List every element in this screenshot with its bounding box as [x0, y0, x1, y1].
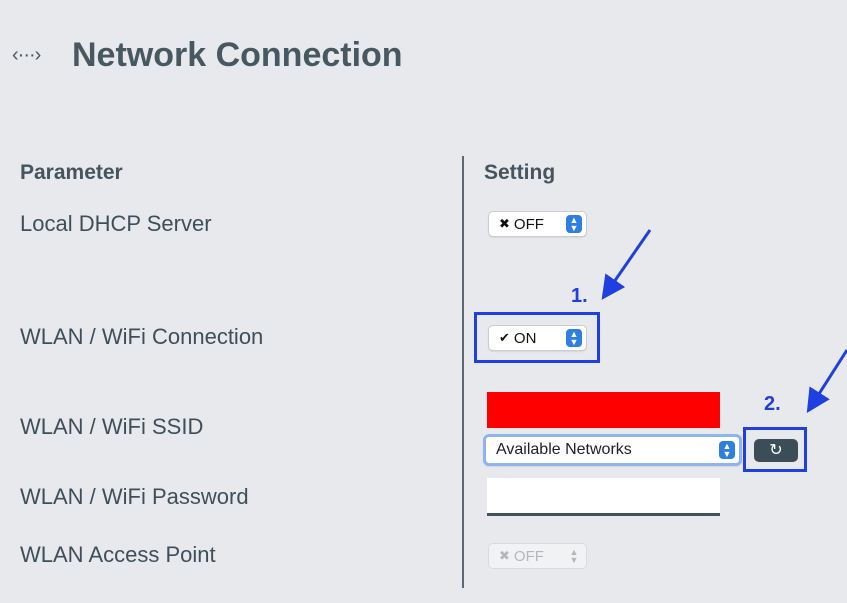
wifi-password-input[interactable] — [487, 478, 720, 516]
param-label-dhcp: Local DHCP Server — [20, 211, 212, 236]
setting-header: Setting — [484, 161, 556, 184]
refresh-icon: ↻ — [769, 442, 783, 459]
param-label-wifi-password: WLAN / WiFi Password — [20, 484, 249, 509]
annotation-label-step2: 2. — [764, 393, 781, 415]
page-title: Network Connection — [72, 36, 403, 74]
wifi-ssid-input[interactable] — [487, 392, 720, 428]
param-label-wifi-ssid: WLAN / WiFi SSID — [20, 414, 204, 439]
column-divider — [462, 156, 464, 588]
annotation-label-step1: 1. — [571, 285, 588, 307]
x-mark-icon: ✖ — [499, 216, 510, 231]
check-mark-icon: ✔ — [499, 330, 510, 345]
available-networks-value: Available Networks — [496, 441, 632, 458]
updown-arrows-icon: ▲▼ — [569, 547, 579, 565]
wifi-connection-select[interactable]: ✔ ON ▲▼ — [488, 325, 587, 351]
parameter-header: Parameter — [20, 161, 123, 184]
access-point-select-value: OFF — [513, 547, 544, 565]
wifi-connection-select-value: ON — [513, 329, 537, 347]
x-mark-icon: ✖ — [499, 548, 510, 563]
updown-arrows-icon: ▲▼ — [566, 329, 582, 347]
available-networks-select[interactable]: Available Networks ▲▼ — [483, 434, 742, 466]
updown-arrows-icon: ▲▼ — [719, 441, 735, 459]
arrow-step1-icon — [601, 229, 652, 300]
highlight-box-step1 — [474, 312, 600, 363]
refresh-networks-button[interactable]: ↻ — [754, 439, 798, 462]
arrow-step2-icon — [806, 349, 847, 414]
updown-arrows-icon: ▲▼ — [566, 215, 582, 233]
access-point-select[interactable]: ✖ OFF ▲▼ — [488, 543, 587, 569]
param-label-wifi-connection: WLAN / WiFi Connection — [20, 324, 264, 349]
dhcp-select-value: OFF — [513, 215, 544, 233]
dhcp-select[interactable]: ✖ OFF ▲▼ — [488, 211, 587, 237]
network-icon: ‹···› — [12, 44, 41, 66]
param-label-access-point: WLAN Access Point — [20, 542, 216, 567]
highlight-box-step2 — [743, 427, 807, 472]
